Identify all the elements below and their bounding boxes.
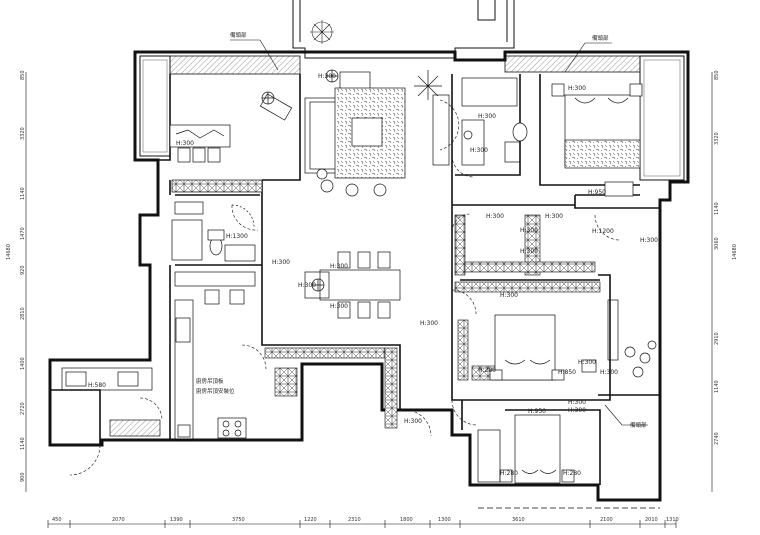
- dimension-label: 14680: [6, 244, 12, 260]
- elev-kitchen: H:580: [88, 382, 106, 389]
- elev-dining-1: H:300: [330, 263, 348, 270]
- elev-utility: H:300: [520, 248, 538, 255]
- elev-study: H:300: [176, 140, 194, 147]
- elev-kid-4: H:280: [500, 470, 518, 477]
- master-bath: [461, 77, 528, 166]
- elev-master-2: H:300: [568, 85, 586, 92]
- study-furniture: [169, 91, 293, 193]
- dimension-label: 2100: [600, 517, 613, 523]
- bottom-dims: 450 2070 1390 3750 1220 2310 1800 1300 3…: [52, 517, 679, 523]
- top-balcony: [292, 0, 515, 59]
- bedroom-2: [581, 299, 657, 378]
- elev-bed3-2: H:280: [478, 367, 496, 374]
- elev-kid-5: H:280: [563, 470, 581, 477]
- callout-top-left: 備頭部: [230, 31, 247, 39]
- elev-bed3-1: H:300: [500, 292, 518, 299]
- dimension-label: 2810: [20, 307, 26, 320]
- dimension-label: 850: [20, 70, 26, 80]
- bedroom-3-bed: [489, 314, 565, 381]
- dimension-label: 2910: [714, 332, 720, 345]
- dimension-label: 2070: [112, 517, 125, 523]
- elev-dining-2: H:300: [298, 282, 316, 289]
- callout-top-right: 備頭部: [592, 34, 609, 42]
- dimension-label: 1220: [304, 517, 317, 523]
- elev-kid-1: H:950: [528, 408, 546, 415]
- dimension-label: 1300: [438, 517, 451, 523]
- kitchen: [61, 271, 256, 441]
- dining-table: [304, 251, 401, 319]
- dimension-label: 900: [20, 472, 26, 482]
- dimension-label: 2010: [645, 517, 658, 523]
- doors: [69, 99, 621, 476]
- elev-bed3-4: H:300: [578, 359, 596, 366]
- elev-entry: H:300: [520, 227, 538, 234]
- dimension-label: 2740: [714, 432, 720, 445]
- top-plant: [310, 20, 334, 44]
- dimension-label: 3320: [20, 127, 26, 140]
- dimension-label: 2720: [20, 402, 26, 415]
- callout-leaders: [230, 39, 648, 426]
- elev-kid-2: H:300: [568, 407, 586, 414]
- dimension-label: 3060: [714, 237, 720, 250]
- kitchen-note-1: 廚房吊頂板: [196, 377, 224, 385]
- master-bed: [551, 83, 643, 197]
- dimension-label: 3610: [512, 517, 525, 523]
- kitchen-note-2: 廚房吊頂安裝位: [196, 387, 235, 395]
- elev-bath-main: H:1300: [226, 233, 248, 240]
- outer-walls: [48, 50, 690, 502]
- dimension-label: 3320: [714, 132, 720, 145]
- dimension-label: 1400: [20, 357, 26, 370]
- dimension-label: 850: [714, 70, 720, 80]
- dimension-lines: [25, 72, 713, 528]
- dimension-label: 1390: [170, 517, 183, 523]
- elev-dining-4: H:300: [272, 259, 290, 266]
- elev-master-1: H:950: [588, 189, 606, 196]
- elev-living: H:300: [318, 73, 336, 80]
- elev-hall: H:300: [420, 320, 438, 327]
- dimension-label: 3750: [232, 517, 245, 523]
- dimension-label: 1140: [714, 202, 720, 215]
- elev-dining-3: H:300: [330, 303, 348, 310]
- elev-closet-1: H:300: [486, 213, 504, 220]
- callout-right: 備頭部: [630, 421, 647, 429]
- elev-bed2-2: H:300: [640, 237, 658, 244]
- dimension-label: 14680: [732, 244, 738, 260]
- left-dims: 850 3320 1140 1470 920 2810 1400 2720 11…: [6, 70, 26, 482]
- elev-bed3-5: H:300: [600, 369, 618, 376]
- main-bathroom: [171, 201, 256, 262]
- elev-bath-master-2: H:300: [470, 147, 488, 154]
- dimension-label: 1140: [714, 380, 720, 393]
- elev-corridor: H:300: [404, 418, 422, 425]
- elev-kid-3: H:300: [568, 399, 586, 406]
- dimension-label: 1800: [400, 517, 413, 523]
- kid-room-bed: [477, 414, 575, 484]
- right-dims: 850 3320 1140 3060 2910 1140 2740 14680: [714, 70, 738, 445]
- dimension-label: 1140: [20, 437, 26, 450]
- dimension-label: 2310: [348, 517, 361, 523]
- dimension-label: 450: [52, 517, 62, 523]
- balcony-left: [139, 55, 301, 157]
- dimension-label: 920: [20, 265, 26, 275]
- dimension-label: 1470: [20, 227, 26, 240]
- dimension-label: 1310: [666, 517, 679, 523]
- elev-bath-master-1: H:300: [478, 113, 496, 120]
- dimension-label: 1140: [20, 187, 26, 200]
- elev-bed3-3: H:850: [558, 369, 576, 376]
- elev-closet-2: H:300: [545, 213, 563, 220]
- balcony-right: [504, 55, 685, 181]
- elev-bed2-1: H:1200: [592, 228, 614, 235]
- living-room: [304, 69, 450, 197]
